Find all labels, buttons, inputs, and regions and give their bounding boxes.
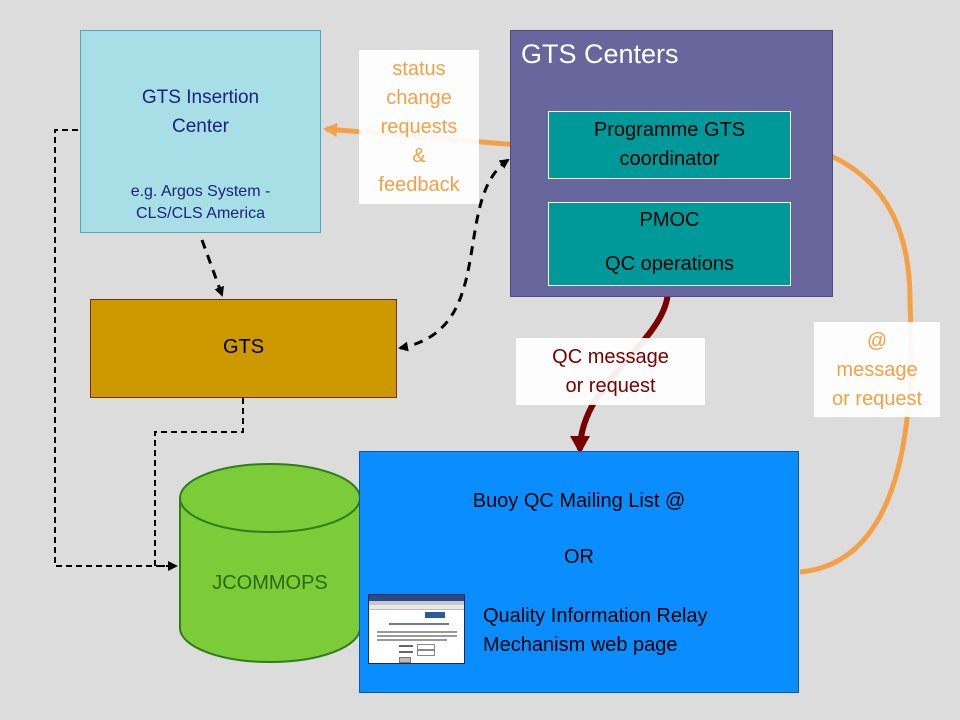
- status-line5: feedback: [378, 174, 460, 196]
- insertion-example-line2: CLS/CLS America: [136, 205, 265, 222]
- insertion-to-jcommops-arrow: [54, 129, 178, 571]
- relay-line1: Quality Information Relay: [483, 605, 708, 627]
- mailing-list-label: Buoy QC Mailing List @: [472, 490, 686, 512]
- gts-label: GTS: [222, 336, 265, 358]
- qc-message-label: QC message or request: [516, 338, 705, 405]
- programme-coordinator-box: Programme GTS coordinator: [548, 111, 791, 179]
- at-message-label: @ message or request: [814, 322, 940, 417]
- insertion-example-line1: e.g. Argos System -: [130, 183, 271, 200]
- centers-gts-dashed-arrow: [398, 158, 510, 352]
- gts-insertion-center-box: GTS Insertion Center e.g. Argos System -…: [80, 30, 321, 233]
- at-line2: message: [836, 359, 918, 381]
- jcommops-label: JCOMMOPS: [212, 572, 328, 594]
- jcommops-cylinder: [179, 463, 361, 663]
- status-line3: requests: [380, 116, 458, 138]
- at-line1: @: [866, 330, 888, 352]
- insertion-title-line2: Center: [171, 116, 230, 137]
- relay-line2: Mechanism web page: [483, 634, 678, 656]
- web-page-thumbnail: [368, 594, 465, 664]
- pmoc-label: PMOC: [639, 209, 700, 231]
- status-change-label: status change requests & feedback: [359, 50, 479, 204]
- or-label: OR: [564, 546, 594, 568]
- insertion-title-line1: GTS Insertion: [141, 87, 260, 108]
- coordinator-line2: coordinator: [619, 148, 720, 170]
- qc-operations-label: QC operations: [605, 253, 734, 275]
- status-line1: status: [392, 58, 446, 80]
- coordinator-line1: Programme GTS: [593, 119, 746, 141]
- status-line4: &: [412, 145, 426, 167]
- pmoc-box: PMOC QC operations: [548, 202, 791, 286]
- gts-box: GTS: [90, 299, 397, 398]
- buoy-to-coordinator-arrow: [792, 139, 914, 575]
- qc-line2: or request: [565, 375, 656, 397]
- at-line3: or request: [831, 388, 923, 410]
- insertion-to-gts-arrow: [200, 239, 224, 297]
- gts-centers-title: GTS Centers: [521, 39, 679, 69]
- qc-line1: QC message: [552, 346, 669, 368]
- status-line2: change: [386, 87, 452, 109]
- gts-to-jcommops-arrow: [154, 398, 244, 567]
